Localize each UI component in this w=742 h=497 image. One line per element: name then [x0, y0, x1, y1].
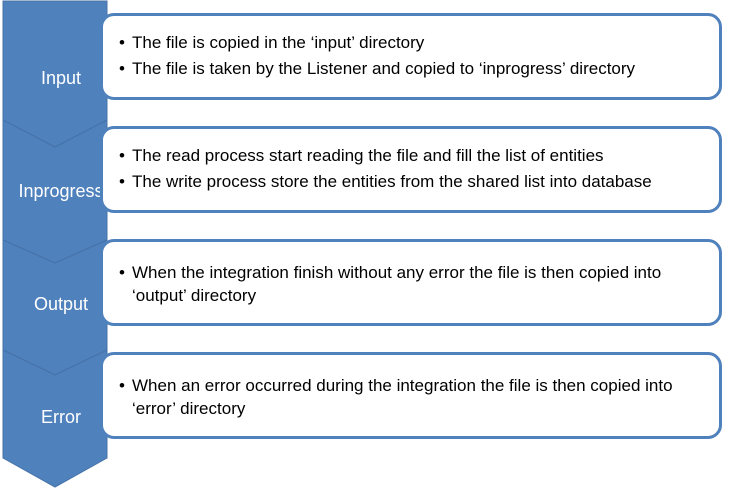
bullet-list: When an error occurred during the integr…: [119, 374, 709, 420]
stage-detail-output: When the integration finish without any …: [100, 239, 722, 326]
bullet-item: When the integration finish without any …: [119, 261, 709, 307]
stage-label-output: Output: [33, 294, 89, 314]
bullet-item: The read process start reading the file …: [119, 143, 709, 169]
stage-label-error: Error: [41, 407, 81, 427]
stage-label-inprogress: Inprogress: [18, 181, 104, 201]
bullet-list: The file is copied in the ‘input’ direct…: [119, 30, 709, 82]
stage-detail-inprogress: The read process start reading the file …: [100, 126, 722, 213]
stage-label-input: Input: [40, 68, 82, 88]
stage-detail-input: The file is copied in the ‘input’ direct…: [100, 13, 722, 100]
bullet-item: The file is copied in the ‘input’ direct…: [119, 30, 709, 56]
bullet-list: The read process start reading the file …: [119, 143, 709, 195]
bullet-item: The write process store the entities fro…: [119, 169, 709, 195]
chevron-error: [2, 349, 108, 488]
bullet-item: When an error occurred during the integr…: [119, 374, 709, 420]
bullet-list: When the integration finish without any …: [119, 261, 709, 307]
stage-detail-error: When an error occurred during the integr…: [100, 352, 722, 439]
bullet-item: The file is taken by the Listener and co…: [119, 56, 709, 82]
